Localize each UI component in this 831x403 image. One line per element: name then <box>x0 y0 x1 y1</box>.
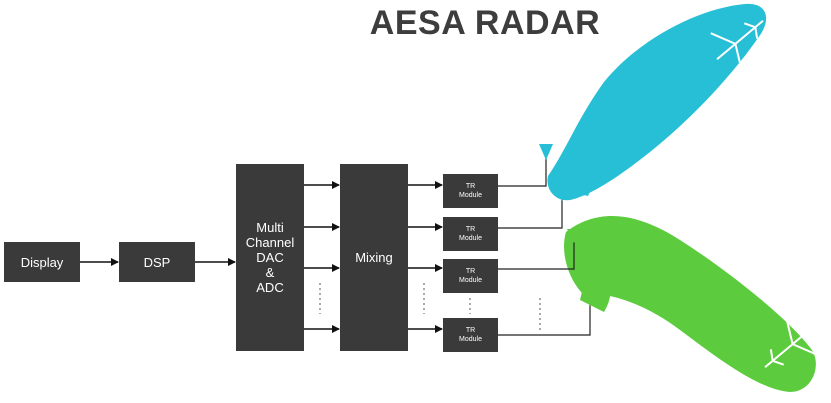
airplane-icon <box>764 317 818 369</box>
dsp-block: DSP <box>119 242 195 282</box>
tr-module-1: TR Module <box>443 174 498 208</box>
dac-label-line: & <box>265 265 275 280</box>
beam-bottom <box>564 216 816 392</box>
dac-label-line: ADC <box>256 280 284 295</box>
dac-label-line: Channel <box>245 235 295 250</box>
antenna-icon <box>539 144 553 160</box>
dac-label-line: Multi <box>256 220 284 235</box>
mixing-block: Mixing <box>340 164 408 351</box>
feed-line-3 <box>498 240 575 270</box>
feed-line-1 <box>498 158 547 187</box>
tr-module-2: TR Module <box>443 217 498 251</box>
beam-top <box>547 3 767 201</box>
tr-module-4: TR Module <box>443 318 498 352</box>
diagram-title: AESA RADAR <box>369 4 601 42</box>
display-block: Display <box>4 242 80 282</box>
tr-module-label: Module <box>459 235 482 242</box>
antenna-icon <box>567 229 581 243</box>
airplane-icon <box>710 19 764 71</box>
feed-line-2 <box>498 198 563 229</box>
tr-module-label: TR <box>465 183 476 190</box>
antenna-icon <box>583 292 597 306</box>
dsp-label: DSP <box>143 254 171 270</box>
antenna-icon <box>555 186 569 201</box>
dac-adc-block: Multi Channel DAC & ADC <box>236 164 304 351</box>
tr-module-label: Module <box>459 336 482 343</box>
dac-label-line: DAC <box>256 250 284 265</box>
tr-module-label: TR <box>465 268 476 275</box>
beam-bottom-lobe <box>564 216 816 392</box>
tr-module-label: TR <box>465 226 476 233</box>
tr-module-label: TR <box>465 327 476 334</box>
mixing-label: Mixing <box>355 250 393 265</box>
feed-line-4 <box>498 302 591 336</box>
beam-top-side-lobe <box>560 122 602 196</box>
tr-module-label: Module <box>459 277 482 284</box>
tr-module-3: TR Module <box>443 259 498 293</box>
beam-top-lobe <box>547 3 767 201</box>
tr-module-label: Module <box>459 192 482 199</box>
display-label: Display <box>20 254 64 270</box>
